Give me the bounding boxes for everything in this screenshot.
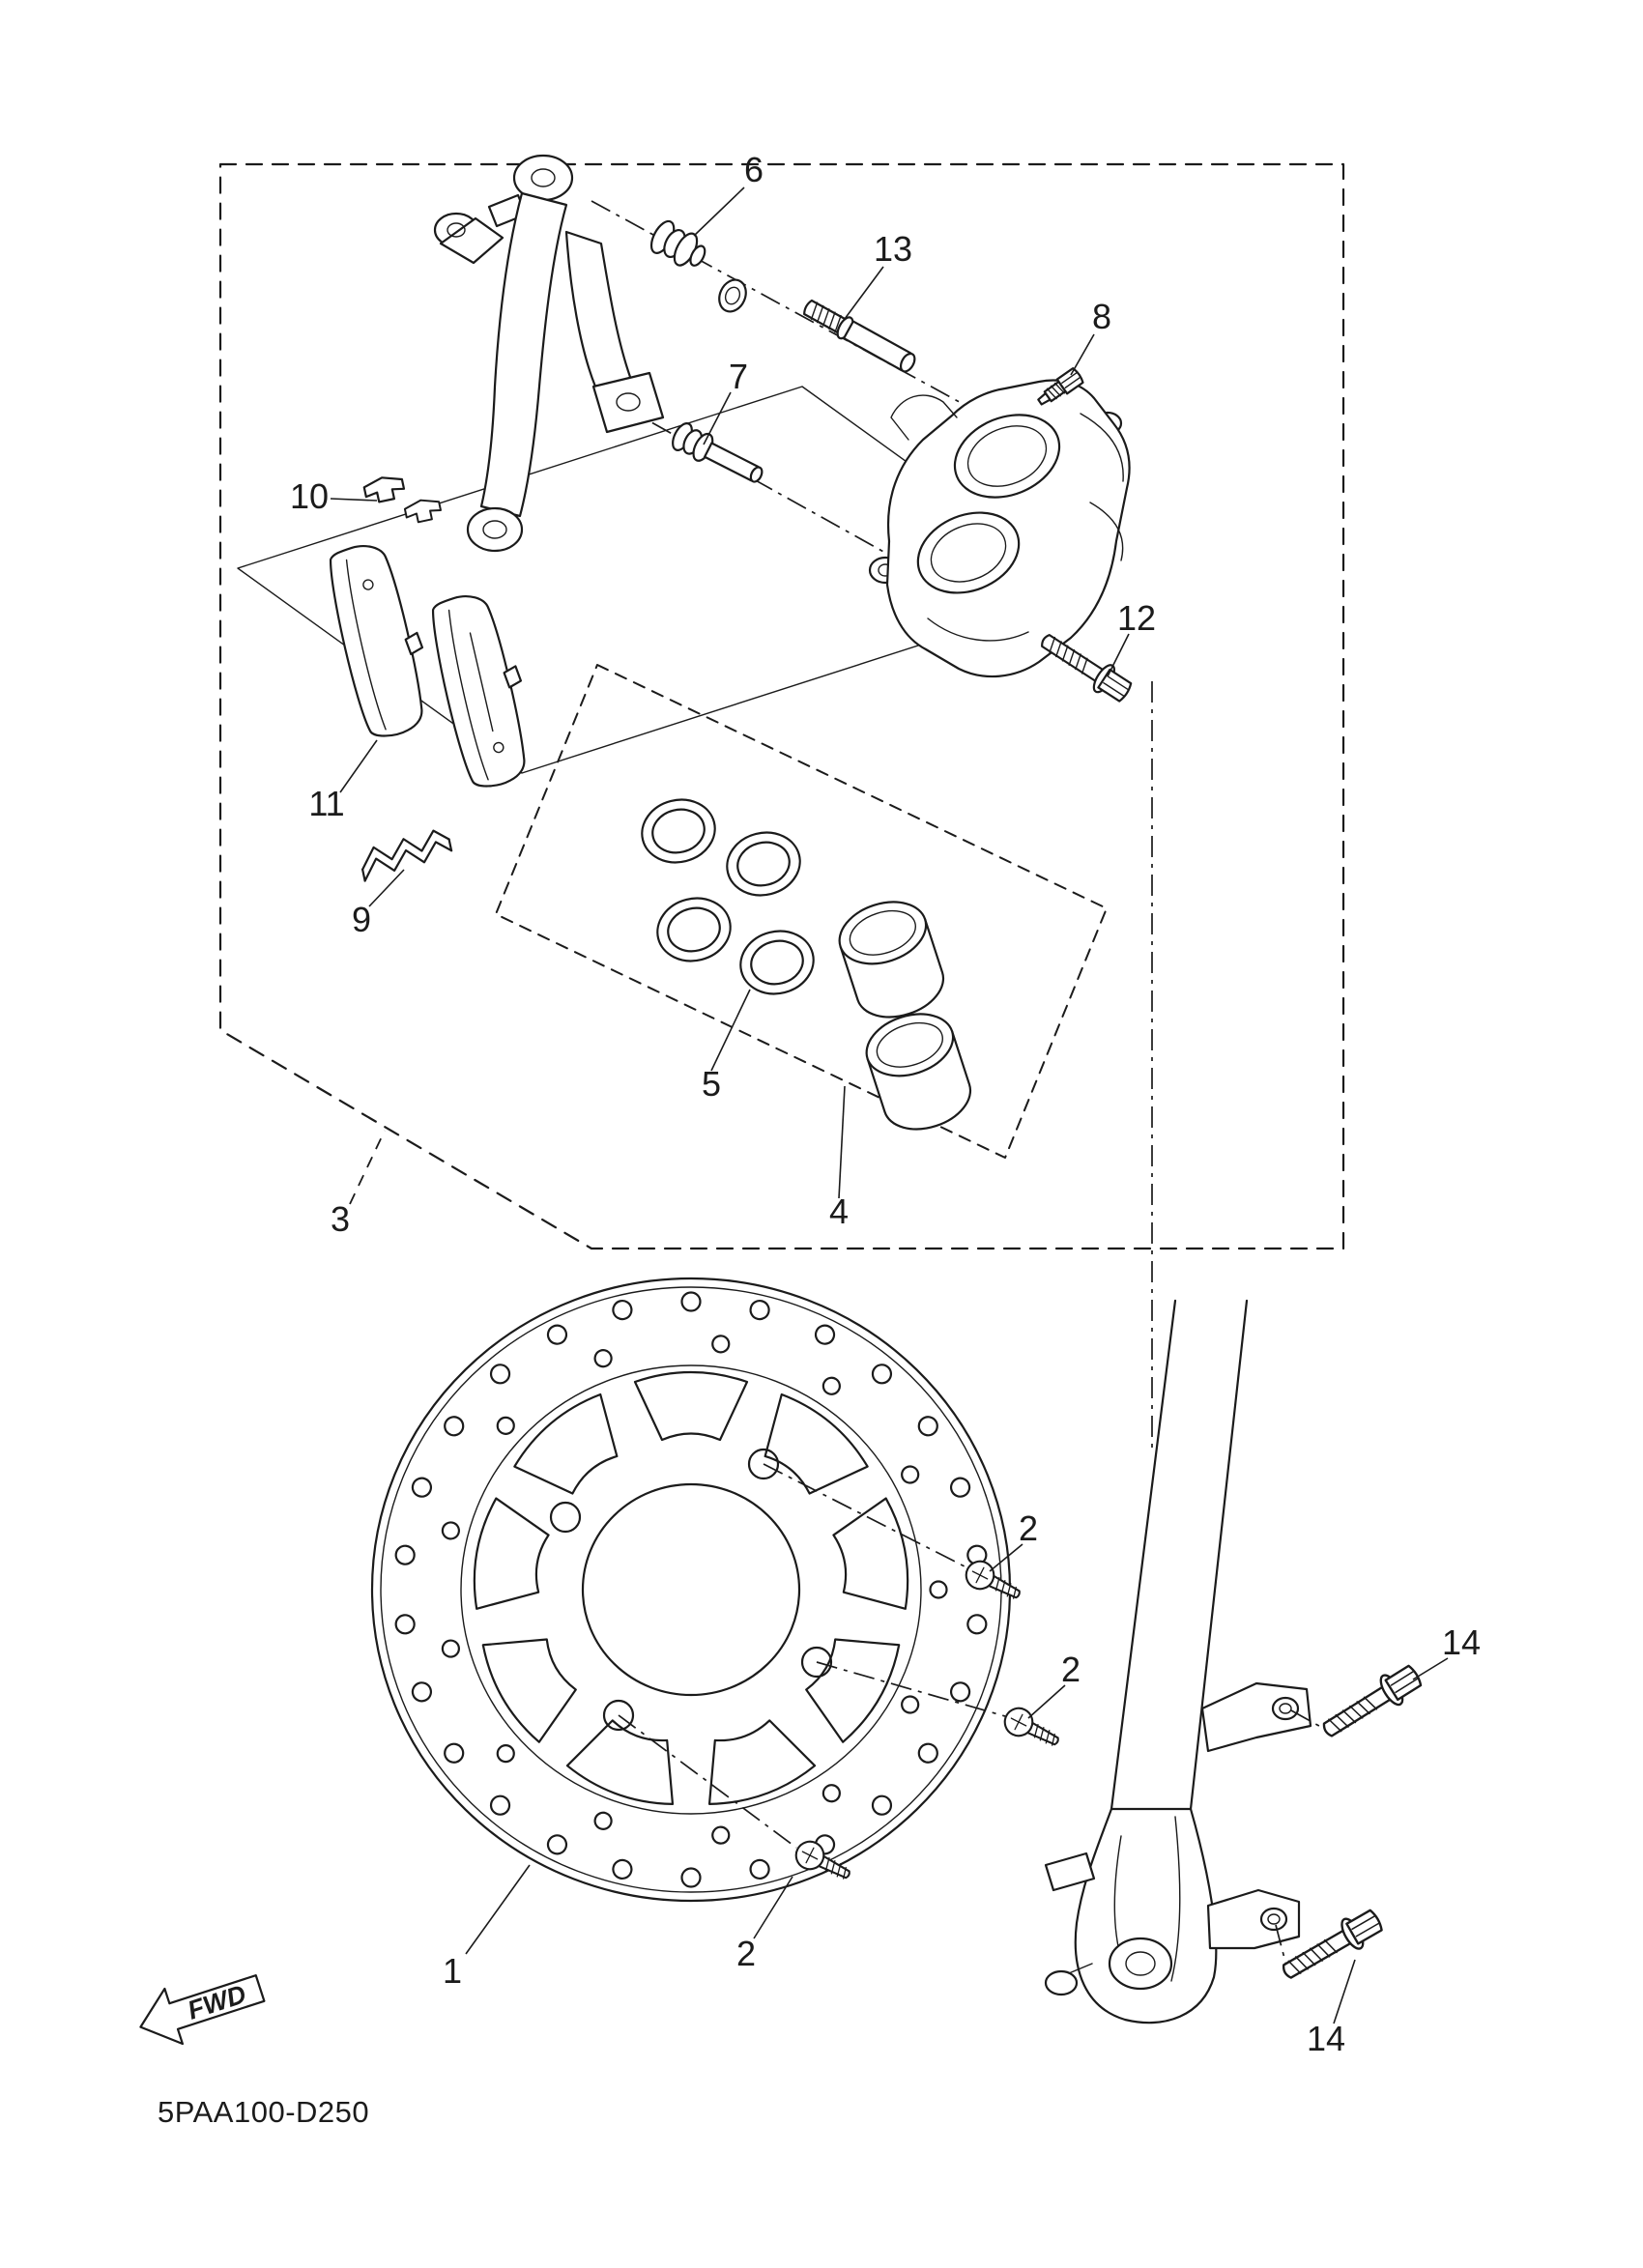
callout-2-middle: 2 (1061, 1650, 1081, 1689)
callout-2-lower: 2 (736, 1934, 756, 1973)
piston-seals-part5 (641, 798, 815, 995)
callout-14-upper: 14 (1442, 1622, 1481, 1662)
slide-pin-part7 (672, 422, 764, 483)
callout-1: 1 (443, 1951, 462, 1991)
brake-pad-left-part11 (329, 545, 424, 737)
disc-bolt-middle-part2 (998, 1702, 1065, 1756)
boot-bushing-part6 (649, 219, 747, 313)
fork-upper-ear (1200, 1681, 1312, 1753)
fork-lower-ear (1206, 1888, 1301, 1950)
pad-spring-part9 (361, 829, 453, 882)
callout-2-upper: 2 (1019, 1508, 1038, 1548)
pad-pin-bolt-part13 (803, 299, 916, 373)
callout-12: 12 (1117, 598, 1156, 638)
callout-6: 6 (744, 150, 764, 189)
callout-9: 9 (352, 900, 371, 939)
fwd-arrow: FWD (139, 1974, 266, 2046)
pad-shims-part10 (362, 476, 442, 524)
drawing-code: 5PAA100-D250 (158, 2095, 369, 2129)
brake-disc-part1 (370, 1277, 1012, 1903)
callout-14-lower: 14 (1307, 2019, 1345, 2058)
callout-13: 13 (874, 229, 912, 269)
callout-10: 10 (290, 476, 329, 516)
brake-pad-right-part11 (431, 595, 526, 788)
caliper-pistons-part4 (838, 901, 972, 1131)
leader-lines (330, 187, 1449, 2024)
disc-outer-holes (394, 1291, 988, 1888)
brake-caliper (868, 379, 1131, 678)
disc-inner-holes (441, 1335, 948, 1845)
mount-bolt-upper-part14 (1315, 1658, 1427, 1747)
hose-guide (1044, 1852, 1096, 1892)
assembly-boundary (218, 162, 1345, 1250)
callout-3: 3 (331, 1199, 350, 1239)
caliper-bolt-part12 (1034, 625, 1137, 707)
disc-windows (473, 1370, 909, 1805)
caliper-bracket (433, 154, 665, 553)
disc-hub-holes (549, 1448, 833, 1732)
fork-stop-boss (1044, 1969, 1079, 1996)
slide-pin-axis-line (618, 403, 921, 573)
disc-bolt-axis-lines (618, 1463, 1006, 1849)
callout-8: 8 (1092, 297, 1111, 336)
bleed-screw-part8 (1037, 366, 1084, 406)
fwd-label: FWD (184, 1979, 249, 2025)
seal-kit-boundary (495, 664, 1108, 1159)
callout-5: 5 (702, 1064, 721, 1104)
washer-ring (718, 278, 747, 313)
callout-labels: 1 2 2 2 3 4 5 6 7 8 9 10 11 12 13 14 14 (290, 150, 1481, 2058)
axle-boss (1108, 1937, 1173, 1991)
callout-11: 11 (308, 784, 344, 823)
fork-leg (1044, 1299, 1327, 2024)
callout-4: 4 (829, 1191, 849, 1231)
callout-7: 7 (729, 357, 748, 396)
